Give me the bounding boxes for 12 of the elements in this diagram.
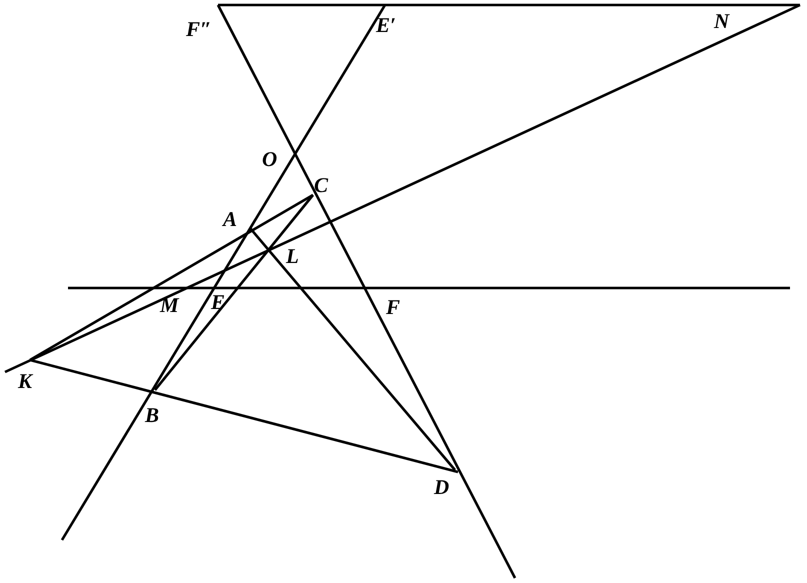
point-label: A <box>223 208 238 230</box>
point-label: C <box>314 174 328 196</box>
point-label: F″ <box>186 18 212 40</box>
point-label: O <box>262 148 278 170</box>
point-label: B <box>145 404 160 426</box>
point-label: L <box>286 245 299 267</box>
point-label: M <box>160 294 179 316</box>
point-label: N <box>714 10 730 32</box>
point-label: D <box>434 476 450 498</box>
point-label: F <box>386 296 400 318</box>
point-label: K <box>18 370 32 392</box>
point-label: E′ <box>376 14 396 36</box>
